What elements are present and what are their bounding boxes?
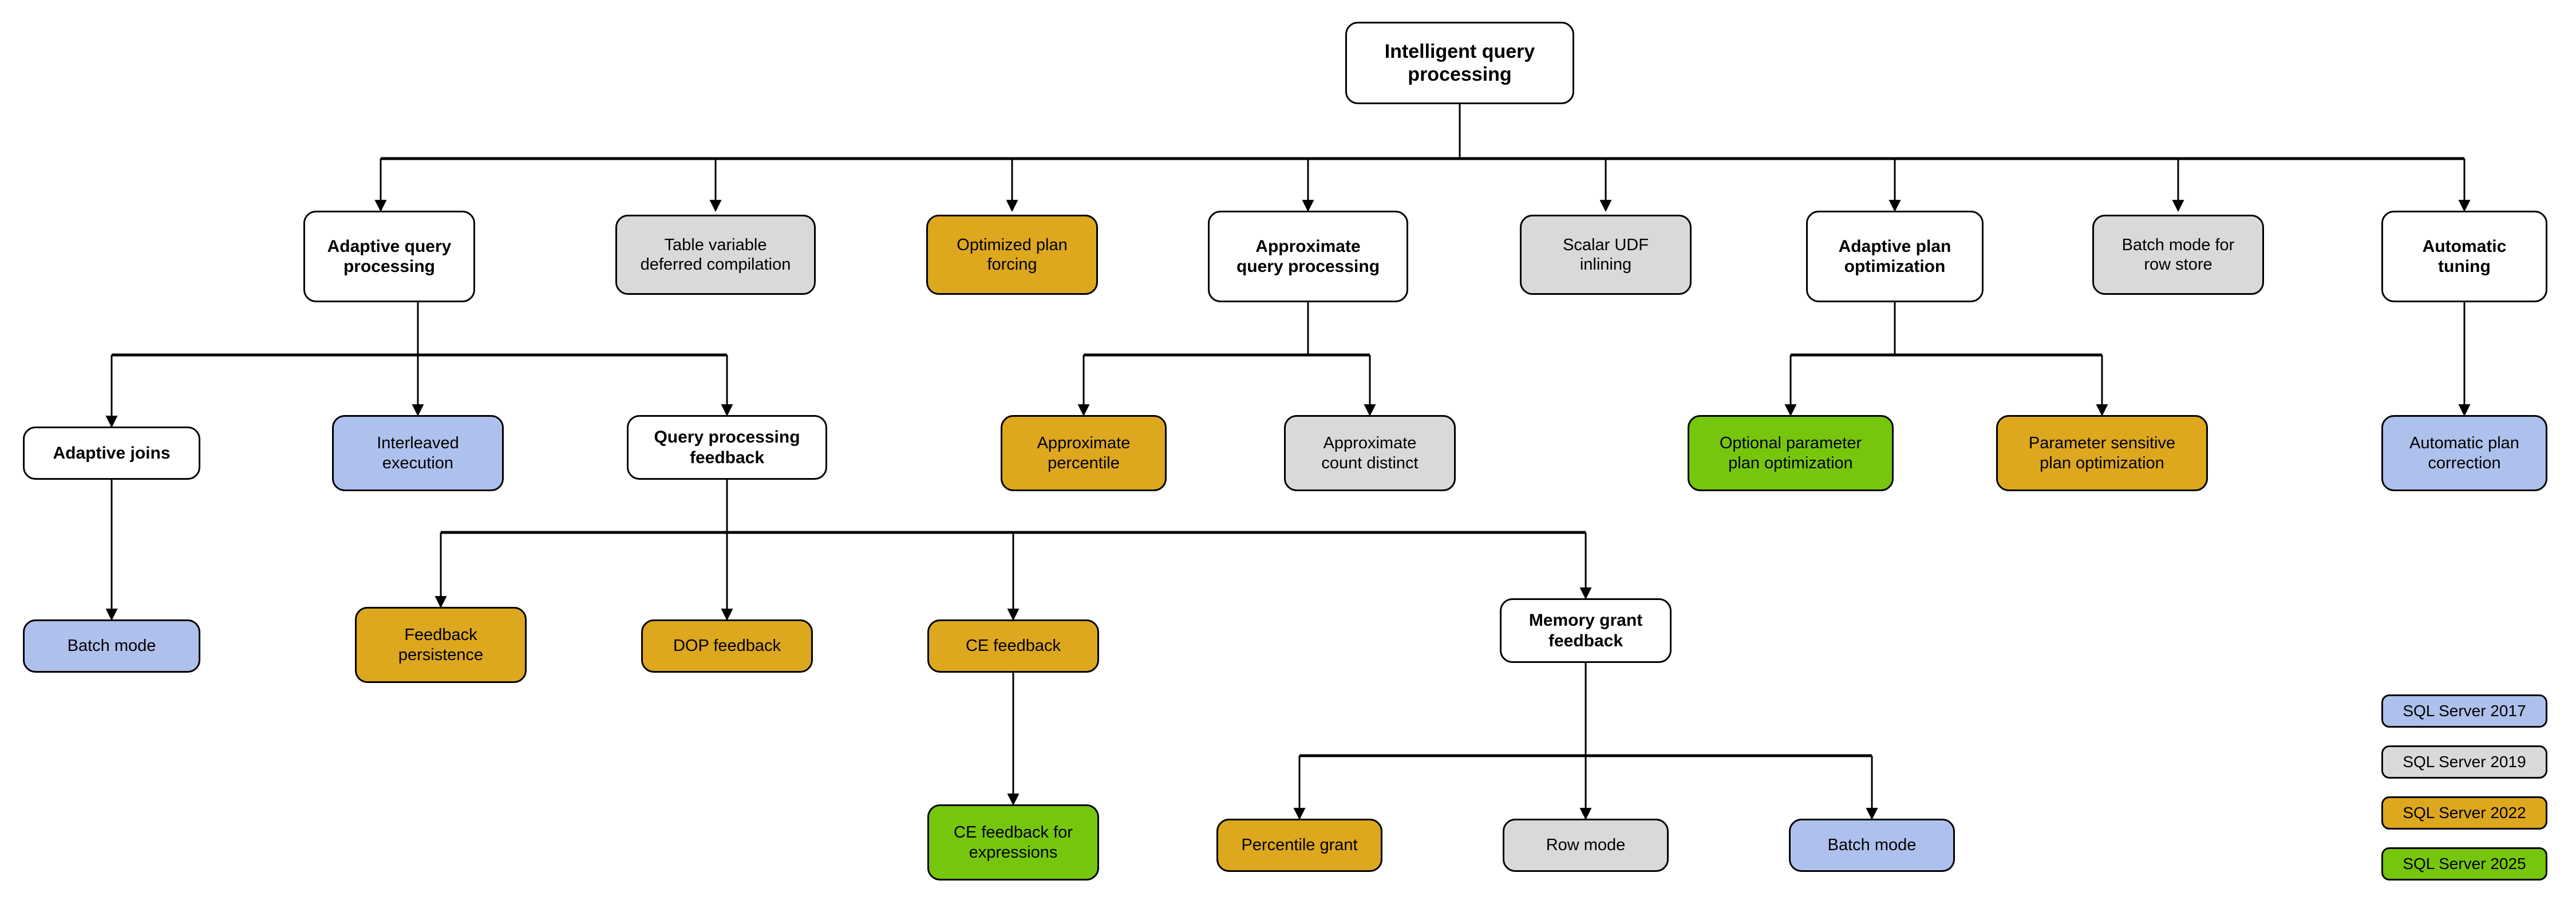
node-intelligent-query-processing[interactable]: Intelligent query processing [1345, 22, 1574, 104]
node-dop-feedback[interactable]: DOP feedback [641, 619, 813, 673]
node-query-processing-feedback[interactable]: Query processing feedback [627, 415, 827, 480]
node-adaptive-query-processing[interactable]: Adaptive query processing [303, 211, 475, 302]
legend-item-sql-server-2025: SQL Server 2025 [2381, 847, 2547, 881]
legend-item-sql-server-2017: SQL Server 2017 [2381, 694, 2547, 728]
node-table-variable-deferred-compilation[interactable]: Table variable deferred compilation [615, 215, 816, 295]
node-batch-mode-adaptive-joins[interactable]: Batch mode [23, 619, 200, 673]
node-parameter-sensitive-plan-optimization[interactable]: Parameter sensitive plan optimization [1996, 415, 2208, 491]
node-approximate-percentile[interactable]: Approximate percentile [1001, 415, 1167, 491]
node-optional-parameter-plan-optimization[interactable]: Optional parameter plan optimization [1688, 415, 1894, 491]
node-scalar-udf-inlining[interactable]: Scalar UDF inlining [1520, 215, 1692, 295]
node-memory-grant-feedback[interactable]: Memory grant feedback [1500, 598, 1672, 663]
node-batch-mode-memory-grant[interactable]: Batch mode [1789, 819, 1955, 872]
node-batch-mode-for-row-store[interactable]: Batch mode for row store [2092, 215, 2264, 295]
node-ce-feedback[interactable]: CE feedback [927, 619, 1099, 673]
node-percentile-grant[interactable]: Percentile grant [1216, 819, 1382, 872]
node-approximate-count-distinct[interactable]: Approximate count distinct [1284, 415, 1456, 491]
node-feedback-persistence[interactable]: Feedback persistence [355, 607, 527, 683]
node-optimized-plan-forcing[interactable]: Optimized plan forcing [926, 215, 1098, 295]
node-ce-feedback-for-expressions[interactable]: CE feedback for expressions [927, 804, 1099, 881]
legend-item-sql-server-2022: SQL Server 2022 [2381, 796, 2547, 830]
node-automatic-plan-correction[interactable]: Automatic plan correction [2381, 415, 2547, 491]
node-approximate-query-processing[interactable]: Approximate query processing [1208, 211, 1408, 302]
node-adaptive-plan-optimization[interactable]: Adaptive plan optimization [1806, 211, 1984, 302]
node-adaptive-joins[interactable]: Adaptive joins [23, 427, 200, 480]
node-row-mode[interactable]: Row mode [1503, 819, 1669, 872]
node-interleaved-execution[interactable]: Interleaved execution [332, 415, 504, 491]
legend-item-sql-server-2019: SQL Server 2019 [2381, 745, 2547, 779]
node-automatic-tuning[interactable]: Automatic tuning [2381, 211, 2547, 302]
